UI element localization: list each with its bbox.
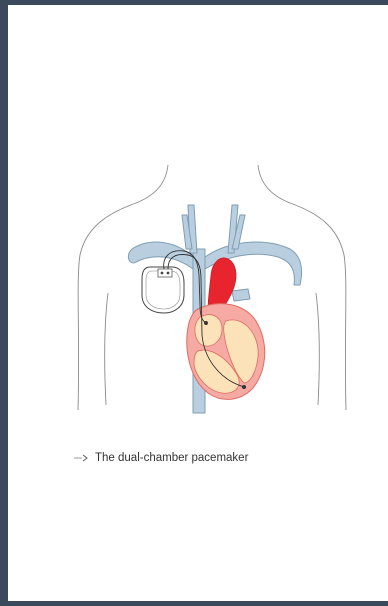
atrial-lead-tip	[205, 322, 208, 325]
caption-text: The dual-chamber pacemaker	[95, 452, 248, 464]
document-page: The dual-chamber pacemaker	[8, 5, 388, 601]
left-subclavian-vein	[128, 242, 193, 269]
dual-chamber-pacemaker-illustration	[8, 5, 388, 601]
connector-port-2	[167, 272, 170, 275]
pacemaker-generator	[142, 267, 184, 313]
pulmonary-branch	[232, 289, 250, 301]
connector-port-1	[161, 272, 164, 275]
pacemaker-header-block	[158, 269, 172, 277]
neck-right-line	[258, 165, 346, 410]
left-arm-line	[105, 293, 108, 405]
figure-caption: The dual-chamber pacemaker	[74, 452, 248, 464]
right-atrium	[195, 315, 222, 346]
dotted-arrow-icon	[74, 453, 88, 463]
aortic-arch	[208, 258, 236, 311]
ventricular-lead-tip	[242, 385, 245, 388]
right-arm-line	[316, 293, 319, 405]
